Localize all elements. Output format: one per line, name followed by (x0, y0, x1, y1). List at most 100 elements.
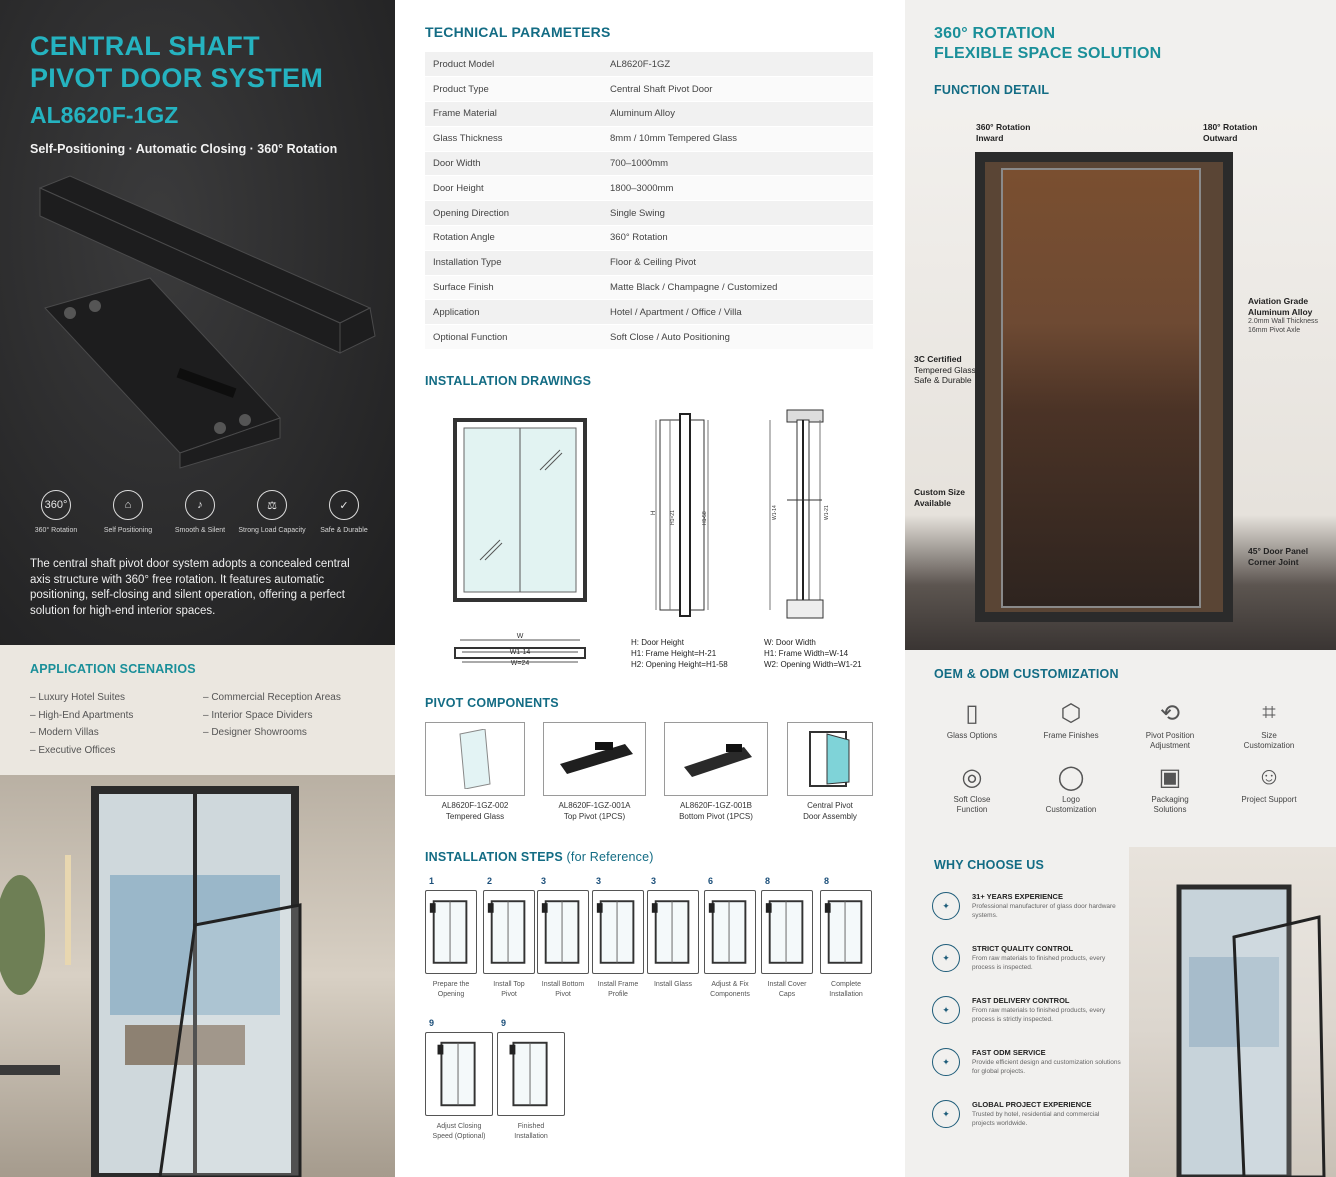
top-pivot-icon (559, 742, 633, 774)
width-label: W (517, 633, 524, 640)
hero-tagline: Self-Positioning · Automatic Closing · 3… (30, 142, 338, 156)
parameter-name: Application (425, 299, 602, 326)
step-illustration (483, 890, 535, 974)
step-illustration (497, 1032, 565, 1116)
badge-icon: ✦ (932, 944, 960, 972)
hero-model: AL8620F-1GZ (30, 102, 179, 128)
badge-icon: ✦ (932, 996, 960, 1024)
size-customization-icon: ⌗ (1262, 699, 1276, 726)
feature-item: 360°360° Rotation (20, 490, 92, 535)
feature-item: ✓Safe & Durable (308, 490, 380, 535)
badge-icon: ✦ (932, 1048, 960, 1076)
smooth-silent-icon: ♪ (185, 490, 215, 520)
height-label: H1-58 (702, 511, 708, 525)
right-column: 360° ROTATION FLEXIBLE SPACE SOLUTION FU… (905, 0, 1336, 1177)
step-number: 2 (487, 876, 493, 886)
section-title: INSTALLATION DRAWINGS (425, 374, 592, 388)
self-positioning-icon: ⌂ (113, 490, 143, 520)
oem-option: ☺Project Support (1241, 763, 1297, 804)
step-illustration (704, 890, 756, 974)
section-title: APPLICATION SCENARIOS (30, 662, 196, 676)
width-label: W1-14 (510, 649, 531, 656)
tempered-glass-icon (459, 729, 491, 789)
step-illustration (761, 890, 813, 974)
parameter-name: Opening Direction (425, 200, 602, 227)
section-title: INSTALLATION STEPS (for Reference) (425, 850, 654, 864)
parameter-value: Hotel / Apartment / Office / Villa (602, 299, 873, 326)
drawing-note-height: H: Door Height H1: Frame Height=H-21 H2:… (631, 638, 728, 669)
badge-icon: ✦ (932, 1100, 960, 1128)
section-title: FUNCTION DETAIL (934, 83, 1050, 97)
step-illustration (820, 890, 872, 974)
step-number: 8 (765, 876, 771, 886)
parameter-name: Product Model (425, 52, 602, 78)
feature-item: ⚖Strong Load Capacity (236, 490, 308, 535)
oem-option: ▯Glass Options (946, 699, 998, 741)
parameter-value: Matte Black / Champagne / Customized (602, 275, 873, 301)
step-illustration (425, 890, 477, 974)
load-capacity-icon: ⚖ (257, 490, 287, 520)
parameter-name: Frame Material (425, 101, 602, 127)
soft-close-icon: ◎ (961, 763, 983, 791)
step-illustration (425, 1032, 493, 1116)
parameter-value: Single Swing (602, 200, 873, 227)
pivot-door-illustration (975, 152, 1233, 622)
feature-item: ⌂Self Positioning (92, 490, 164, 535)
rotation-360-icon: 360° (41, 490, 71, 520)
feature-item: ♪Smooth & Silent (164, 490, 236, 535)
pivot-hardware-image (38, 175, 376, 469)
section-title: PIVOT COMPONENTS (425, 696, 559, 710)
step-number: 3 (541, 876, 547, 886)
parameter-value: AL8620F-1GZ (602, 52, 873, 78)
interior-photo (1129, 847, 1336, 1177)
section-title: TECHNICAL PARAMETERS (425, 24, 611, 40)
application-scenarios: APPLICATION SCENARIOS – Luxury Hotel Sui… (0, 645, 395, 775)
step-number: 9 (501, 1018, 507, 1028)
parameter-name: Optional Function (425, 324, 602, 351)
interior-photo (0, 775, 395, 1177)
parameter-value: Soft Close / Auto Positioning (602, 324, 873, 351)
step-illustration (592, 890, 644, 974)
step-number: 3 (651, 876, 657, 886)
left-column: CENTRAL SHAFT PIVOT DOOR SYSTEM AL8620F-… (0, 0, 395, 1177)
section-title: WHY CHOOSE US (934, 858, 1045, 872)
side-section-drawing: H H1=21 H1-58 (651, 413, 709, 617)
parameter-name: Rotation Angle (425, 225, 602, 251)
step-number: 8 (824, 876, 830, 886)
badge-icon: ✦ (932, 892, 960, 920)
height-label: H (651, 511, 657, 515)
parameter-value: 8mm / 10mm Tempered Glass (602, 126, 873, 152)
step-number: 1 (429, 876, 435, 886)
